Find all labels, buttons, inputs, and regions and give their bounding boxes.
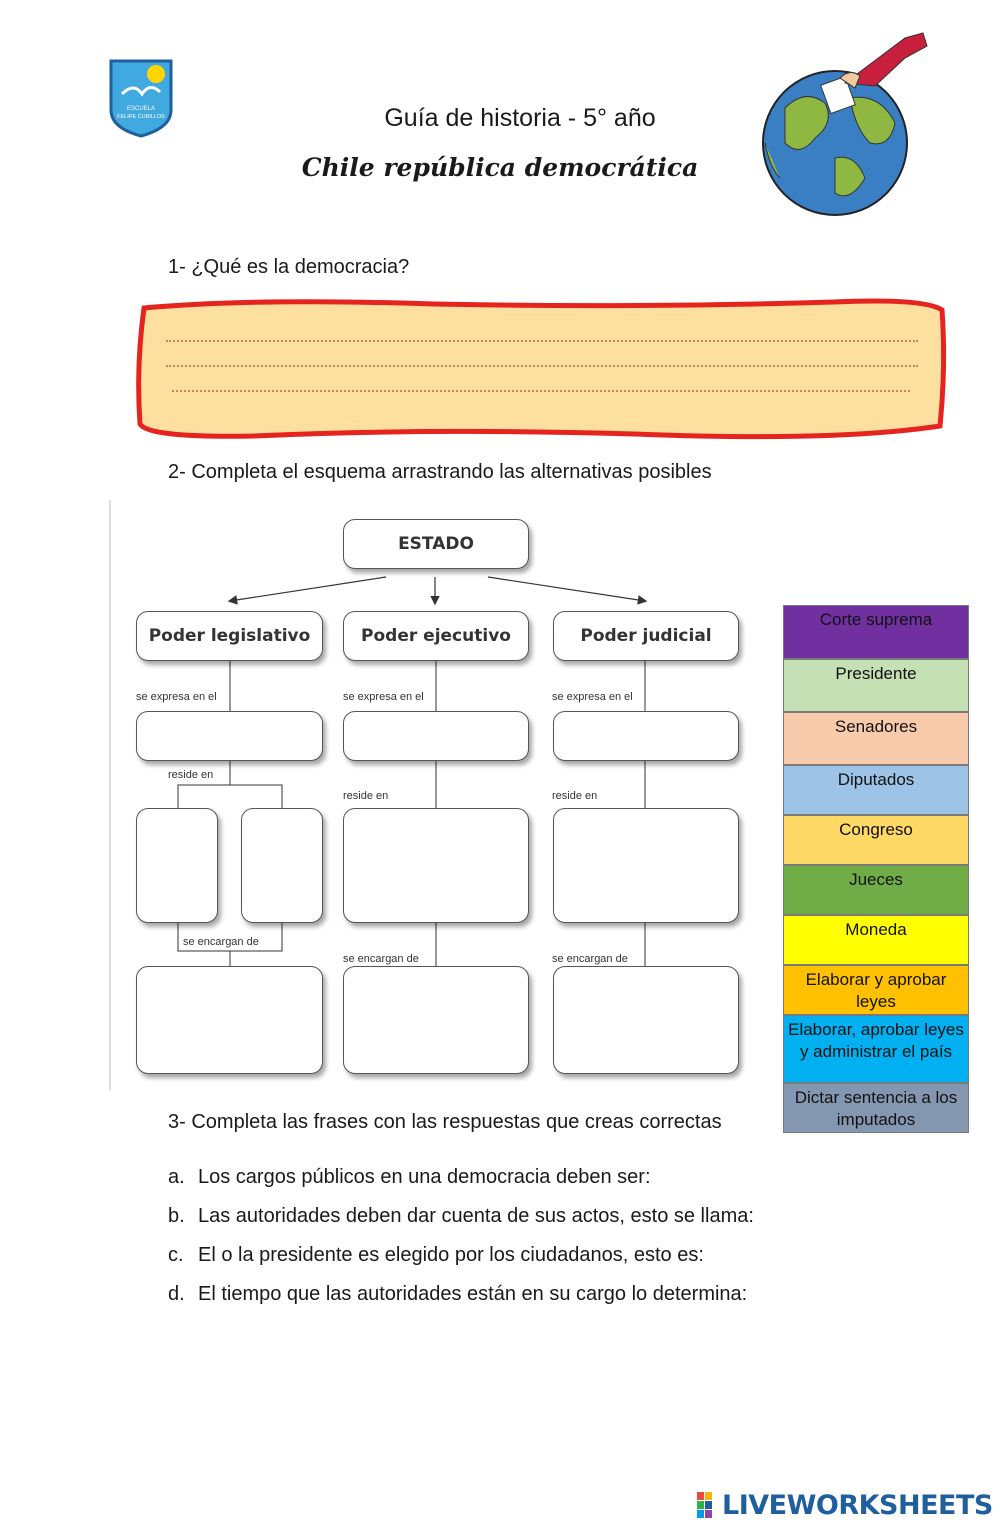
option-corte-suprema[interactable]: Corte suprema — [783, 605, 969, 659]
node-poder-judicial: Poder judicial — [553, 611, 739, 661]
label-ejecutivo-reside: reside en — [343, 790, 388, 802]
label-legislativo-reside: reside en — [168, 769, 213, 781]
node-poder-ejecutivo: Poder ejecutivo — [343, 611, 529, 661]
option-elaborar-aprobar-administrar[interactable]: Elaborar, aprobar leyes y administrar el… — [783, 1015, 969, 1083]
sentence-b-text: Las autoridades deben dar cuenta de sus … — [198, 1205, 754, 1227]
sentence-a-text: Los cargos públicos en una democracia de… — [198, 1166, 651, 1188]
node-legislativo-label: Poder legislativo — [149, 626, 311, 646]
dropzone-judicial-institution[interactable] — [553, 711, 739, 761]
sentence-a-letter: a. — [168, 1166, 198, 1189]
answer-line-3 — [172, 390, 910, 392]
node-estado: ESTADO — [343, 519, 529, 569]
option-senadores[interactable]: Senadores — [783, 712, 969, 765]
option-presidente[interactable]: Presidente — [783, 659, 969, 712]
dropzone-legislativo-members-1[interactable] — [136, 808, 218, 923]
option-diputados[interactable]: Diputados — [783, 765, 969, 815]
liveworksheets-brand: LIVEWORKSHEETS — [696, 1488, 993, 1522]
label-legislativo-expresa: se expresa en el — [136, 691, 217, 703]
option-elaborar-aprobar-leyes[interactable]: Elaborar y aprobar leyes — [783, 965, 969, 1015]
dropzone-legislativo-function[interactable] — [136, 966, 323, 1074]
answer-box-frame — [134, 296, 949, 442]
sentence-c-letter: c. — [168, 1244, 198, 1267]
node-estado-label: ESTADO — [398, 534, 474, 554]
sentence-d: d.El tiempo que las autoridades están en… — [168, 1283, 747, 1306]
dropzone-judicial-function[interactable] — [553, 966, 739, 1074]
dropzone-ejecutivo-resides[interactable] — [343, 808, 529, 923]
node-judicial-label: Poder judicial — [580, 626, 711, 646]
sentence-d-letter: d. — [168, 1283, 198, 1306]
question-1: 1- ¿Qué es la democracia? — [168, 256, 409, 279]
sentence-a: a.Los cargos públicos en una democracia … — [168, 1166, 651, 1189]
label-judicial-reside: reside en — [552, 790, 597, 802]
question-2: 2- Completa el esquema arrastrando las a… — [168, 461, 712, 484]
label-judicial-expresa: se expresa en el — [552, 691, 633, 703]
label-ejecutivo-expresa: se expresa en el — [343, 691, 424, 703]
dropzone-ejecutivo-institution[interactable] — [343, 711, 529, 761]
brand-text: LIVEWORKSHEETS — [722, 1490, 993, 1521]
dropzone-legislativo-members-2[interactable] — [241, 808, 323, 923]
dropzone-judicial-resides[interactable] — [553, 808, 739, 923]
sentence-b-letter: b. — [168, 1205, 198, 1228]
globe-vote-icon — [755, 28, 930, 218]
answer-line-2 — [166, 365, 918, 367]
label-ejecutivo-encargan: se encargan de — [343, 953, 419, 965]
question-3: 3- Completa las frases con las respuesta… — [168, 1111, 722, 1134]
liveworksheets-logo-icon — [696, 1490, 722, 1520]
node-poder-legislativo: Poder legislativo — [136, 611, 323, 661]
label-judicial-encargan: se encargan de — [552, 953, 628, 965]
dropzone-ejecutivo-function[interactable] — [343, 966, 529, 1074]
option-jueces[interactable]: Jueces — [783, 865, 969, 915]
sentence-d-text: El tiempo que las autoridades están en s… — [198, 1283, 747, 1305]
option-dictar-sentencia[interactable]: Dictar sentencia a los imputados — [783, 1083, 969, 1133]
option-congreso[interactable]: Congreso — [783, 815, 969, 865]
label-legislativo-encargan: se encargan de — [183, 936, 259, 948]
node-ejecutivo-label: Poder ejecutivo — [361, 626, 511, 646]
sentence-b: b.Las autoridades deben dar cuenta de su… — [168, 1205, 754, 1228]
answer-line-1 — [166, 340, 918, 342]
option-moneda[interactable]: Moneda — [783, 915, 969, 965]
dropzone-legislativo-institution[interactable] — [136, 711, 323, 761]
sentence-c-text: El o la presidente es elegido por los ci… — [198, 1244, 704, 1266]
sentence-c: c.El o la presidente es elegido por los … — [168, 1244, 704, 1267]
answer-input-area[interactable] — [134, 296, 949, 442]
